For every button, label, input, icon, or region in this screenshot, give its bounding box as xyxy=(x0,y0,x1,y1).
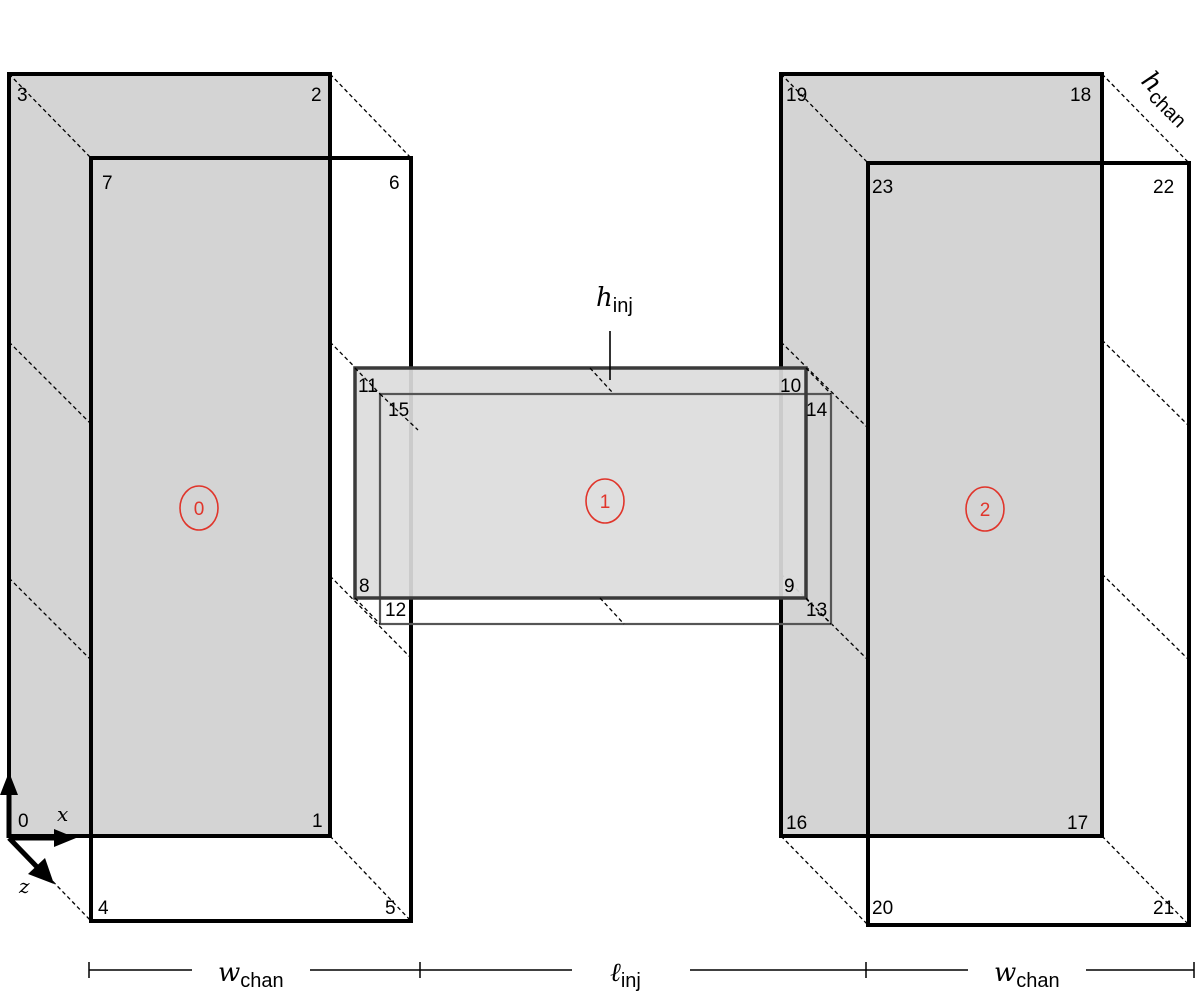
vertex-label-7: 7 xyxy=(102,173,113,194)
svg-text:1: 1 xyxy=(600,492,611,513)
left-channel xyxy=(7,72,413,923)
vertex-label-8: 8 xyxy=(359,576,370,597)
h-chan-dimension: hchan xyxy=(1132,66,1196,133)
injector-face xyxy=(355,368,806,598)
y-axis-arrow-icon xyxy=(0,772,18,795)
vertex-label-3: 3 xyxy=(17,85,28,106)
vertex-label-12: 12 xyxy=(385,600,406,621)
svg-text:0: 0 xyxy=(194,499,205,520)
vertex-label-4: 4 xyxy=(98,898,109,919)
right-channel-front-outline xyxy=(866,161,1191,927)
right-channel-front-face xyxy=(868,163,1102,836)
z-axis-arrow-icon xyxy=(28,858,54,884)
vertex-label-10: 10 xyxy=(780,376,801,397)
vertex-label-20: 20 xyxy=(872,898,893,919)
vertex-label-5: 5 xyxy=(385,898,396,919)
injector-depth-edges xyxy=(354,367,832,625)
vertex-label-14: 14 xyxy=(806,400,828,421)
l-inj-label: ℓinj xyxy=(610,958,641,992)
left-channel-back-outline xyxy=(7,72,332,838)
vertex-label-2: 2 xyxy=(311,85,322,106)
w-chan-left-label: wchan xyxy=(218,958,284,992)
left-channel-back-face xyxy=(9,74,330,836)
vertex-label-1: 1 xyxy=(312,811,323,832)
vertex-label-19: 19 xyxy=(786,85,807,106)
vertex-label-16: 16 xyxy=(786,813,807,834)
block-labels: 0 1 2 xyxy=(179,478,1005,532)
vertex-label-9: 9 xyxy=(784,576,795,597)
vertex-label-6: 6 xyxy=(389,173,400,194)
vertex-label-0: 0 xyxy=(18,811,29,832)
vertex-label-17: 17 xyxy=(1067,813,1088,834)
injector-front-outline xyxy=(378,392,833,626)
block-label-2: 2 xyxy=(965,486,1005,532)
h-inj-label: hinj xyxy=(596,283,633,317)
vertex-label-22: 22 xyxy=(1153,177,1174,198)
injector xyxy=(353,366,833,626)
coordinate-axes: x z xyxy=(0,772,76,898)
x-axis-arrow-icon xyxy=(54,829,76,847)
vertex-label-15: 15 xyxy=(388,400,409,421)
x-axis-label: x xyxy=(57,802,68,826)
h-inj-dimension: hinj xyxy=(596,283,633,380)
vertex-label-21: 21 xyxy=(1153,898,1174,919)
injector-back-outline xyxy=(353,366,808,600)
right-channel-depth-edges xyxy=(780,73,1190,926)
h-chan-label: hchan xyxy=(1132,66,1196,133)
vertex-label-18: 18 xyxy=(1070,85,1091,106)
block-label-1: 1 xyxy=(585,478,625,524)
w-chan-right-label: wchan xyxy=(994,958,1060,992)
block-label-0: 0 xyxy=(179,485,219,531)
svg-text:2: 2 xyxy=(980,500,991,521)
right-channel xyxy=(779,72,1191,927)
vertex-label-11: 11 xyxy=(358,376,378,397)
vertex-label-23: 23 xyxy=(872,177,893,198)
vertex-label-13: 13 xyxy=(806,600,827,621)
bottom-dimensions: wchan ℓinj wchan xyxy=(88,958,1195,992)
z-axis-label: z xyxy=(18,874,30,898)
vertex-labels: 0 1 2 3 4 5 6 7 8 9 10 11 12 13 14 15 16… xyxy=(17,85,1174,919)
